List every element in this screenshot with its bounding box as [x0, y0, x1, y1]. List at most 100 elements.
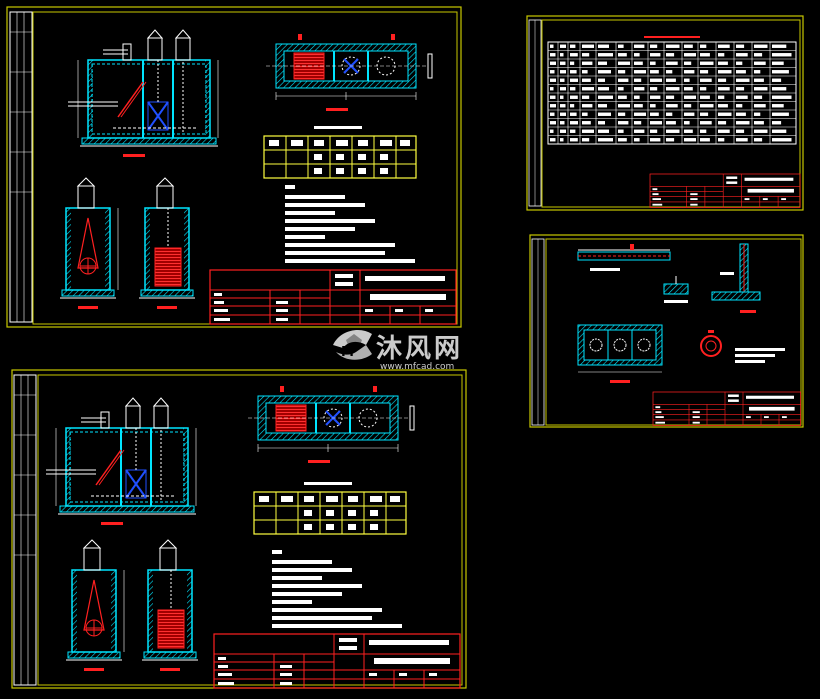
table-cell-text [754, 53, 763, 57]
table-cell-text [650, 138, 661, 142]
side-section-a [59, 177, 119, 310]
table-cell-text [550, 121, 556, 125]
table-cell-text [582, 138, 590, 142]
table-cell-text [666, 87, 680, 91]
table-cell-text [618, 87, 624, 91]
table-cell-text [700, 78, 712, 82]
table-cell-text [650, 78, 662, 82]
table-cell-text [700, 61, 714, 65]
table-cell-text [582, 61, 593, 65]
table-cell-text [650, 53, 661, 57]
mfcad-logo-icon: M [333, 329, 372, 360]
table-cell-text [684, 104, 692, 108]
table-cell-text [718, 61, 728, 65]
table-cell-text [550, 138, 556, 142]
table-cell-text [550, 87, 554, 91]
table-cell-text [570, 121, 578, 125]
table-cell-text [736, 121, 750, 125]
table-cell-text [754, 104, 766, 108]
table-cell-text [718, 70, 732, 74]
table-cell-text [666, 61, 678, 65]
footing-detail [663, 276, 689, 303]
table-cell-text [736, 78, 750, 82]
table-cell-text [736, 129, 745, 133]
manhole-ring-detail [700, 330, 722, 357]
table-cell-text [598, 121, 605, 125]
table-cell-text [684, 95, 696, 99]
table-cell-text [582, 70, 588, 74]
table-cell-text [634, 121, 642, 125]
table-cell-text [550, 104, 556, 108]
table-cell-text [718, 121, 727, 125]
table-cell-text [550, 95, 556, 99]
table-cell-text [570, 53, 578, 57]
table-cell-text [754, 121, 764, 125]
table-cell-text [684, 129, 693, 133]
table-cell-text [618, 112, 626, 116]
design-notes [272, 550, 402, 628]
table-cell-text [700, 87, 707, 91]
table-cell-text [560, 112, 566, 116]
sheet-top-left [6, 6, 462, 328]
watermark-brand: 沐风网 [376, 334, 463, 364]
table-cell-text [736, 138, 748, 142]
table-cell-text [598, 129, 609, 133]
table-cell-text [650, 112, 659, 116]
table-cell-text [582, 104, 593, 108]
table-cell-text [598, 70, 611, 74]
sheet-middle-right [529, 234, 804, 428]
table-cell-text [772, 70, 789, 74]
table-cell-text [618, 70, 626, 74]
title-block [652, 391, 801, 426]
table-cell-text [700, 53, 710, 57]
table-cell-text [718, 138, 725, 142]
table-cell-text [560, 70, 566, 74]
design-notes [285, 185, 415, 263]
table-cell-text [560, 104, 566, 108]
table-cell-text [550, 61, 556, 65]
table-cell-text [666, 112, 673, 116]
table-cell-text [666, 121, 676, 125]
table-cell-text [666, 78, 676, 82]
table-cell-text [650, 87, 658, 91]
table-cell-text [598, 53, 613, 57]
tank-plan-view [265, 33, 433, 112]
table-cell-text [582, 95, 590, 99]
bind-strip-right [531, 238, 545, 426]
table-cell-text [754, 61, 766, 65]
table-cell-text [598, 138, 613, 142]
table-cell-text [772, 44, 787, 48]
table-cell-text [736, 70, 746, 74]
table-cell-text [772, 53, 792, 57]
tank-section-view [45, 397, 197, 526]
beam-detail [577, 244, 671, 271]
table-cell-text [618, 53, 627, 57]
table-cell-text [618, 95, 627, 99]
table-cell-text [560, 87, 566, 91]
table-cell-text [700, 70, 709, 74]
table-cell-text [718, 44, 730, 48]
table-cell-text [560, 44, 566, 48]
title-block [213, 633, 461, 689]
table-cell-text [736, 53, 748, 57]
table-cell-text [598, 87, 609, 91]
table-cell-text [618, 78, 629, 82]
table-cell-text [754, 129, 768, 133]
table-cell-text [772, 104, 784, 108]
table-cell-text [718, 87, 730, 91]
table-cell-text [754, 78, 764, 82]
table-cell-text [570, 70, 577, 74]
table-cell-text [634, 78, 642, 82]
watermark-url: www.mfcad.com [380, 362, 454, 372]
table-cell-text [754, 87, 768, 91]
table-cell-text [598, 78, 605, 82]
table-cell-text [736, 104, 743, 108]
table-cell-text [618, 104, 630, 108]
quantity-table [263, 125, 417, 179]
table-cell-text [550, 78, 556, 82]
table-cell-text [550, 129, 554, 133]
table-cell-text [684, 112, 695, 116]
table-cell-text [700, 112, 709, 116]
svg-text:M: M [341, 345, 354, 360]
